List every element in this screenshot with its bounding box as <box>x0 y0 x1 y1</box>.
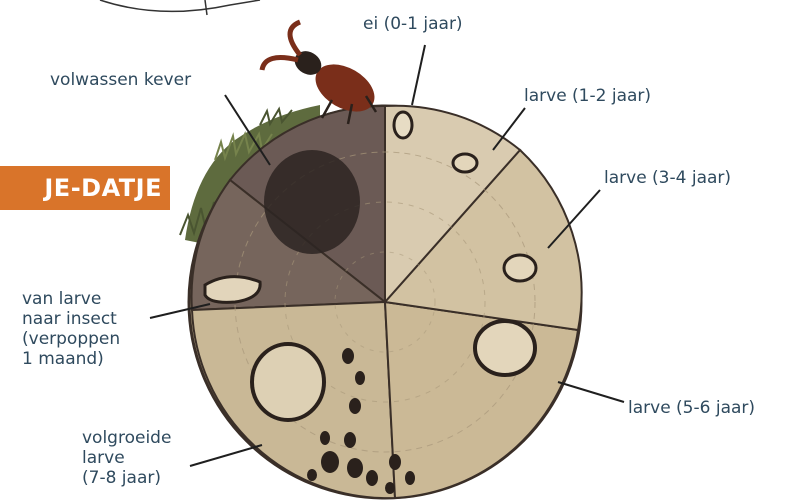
fun-fact-badge: JE-DATJE <box>0 166 170 210</box>
pupa-shape <box>205 277 260 303</box>
label-larva-1-2: larve (1-2 jaar) <box>524 86 651 106</box>
speech-bubble-edge <box>100 0 260 11</box>
larva-small <box>453 154 477 172</box>
label-larva-3-4: larve (3-4 jaar) <box>604 168 731 188</box>
grown-larva-shape <box>252 344 324 420</box>
label-egg: ei (0-1 jaar) <box>363 14 463 34</box>
egg-leader <box>412 45 425 105</box>
label-pupa: van larve naar insect (verpoppen 1 maand… <box>22 289 120 369</box>
adult-in-wood <box>264 150 360 254</box>
larva-large <box>475 321 535 375</box>
grown-larva-leader <box>190 445 262 466</box>
speech-bubble-divider <box>205 0 207 15</box>
egg-shape <box>394 112 412 138</box>
label-adult-beetle: volwassen kever <box>50 70 191 90</box>
label-grown-larva: volgroeide larve (7-8 jaar) <box>82 428 171 488</box>
larva-medium <box>504 255 536 281</box>
larva-5-6-leader <box>558 382 624 402</box>
trunk-cross-section <box>189 106 582 498</box>
stag-beetle-illustration <box>262 22 383 124</box>
label-larva-5-6: larve (5-6 jaar) <box>628 398 755 418</box>
